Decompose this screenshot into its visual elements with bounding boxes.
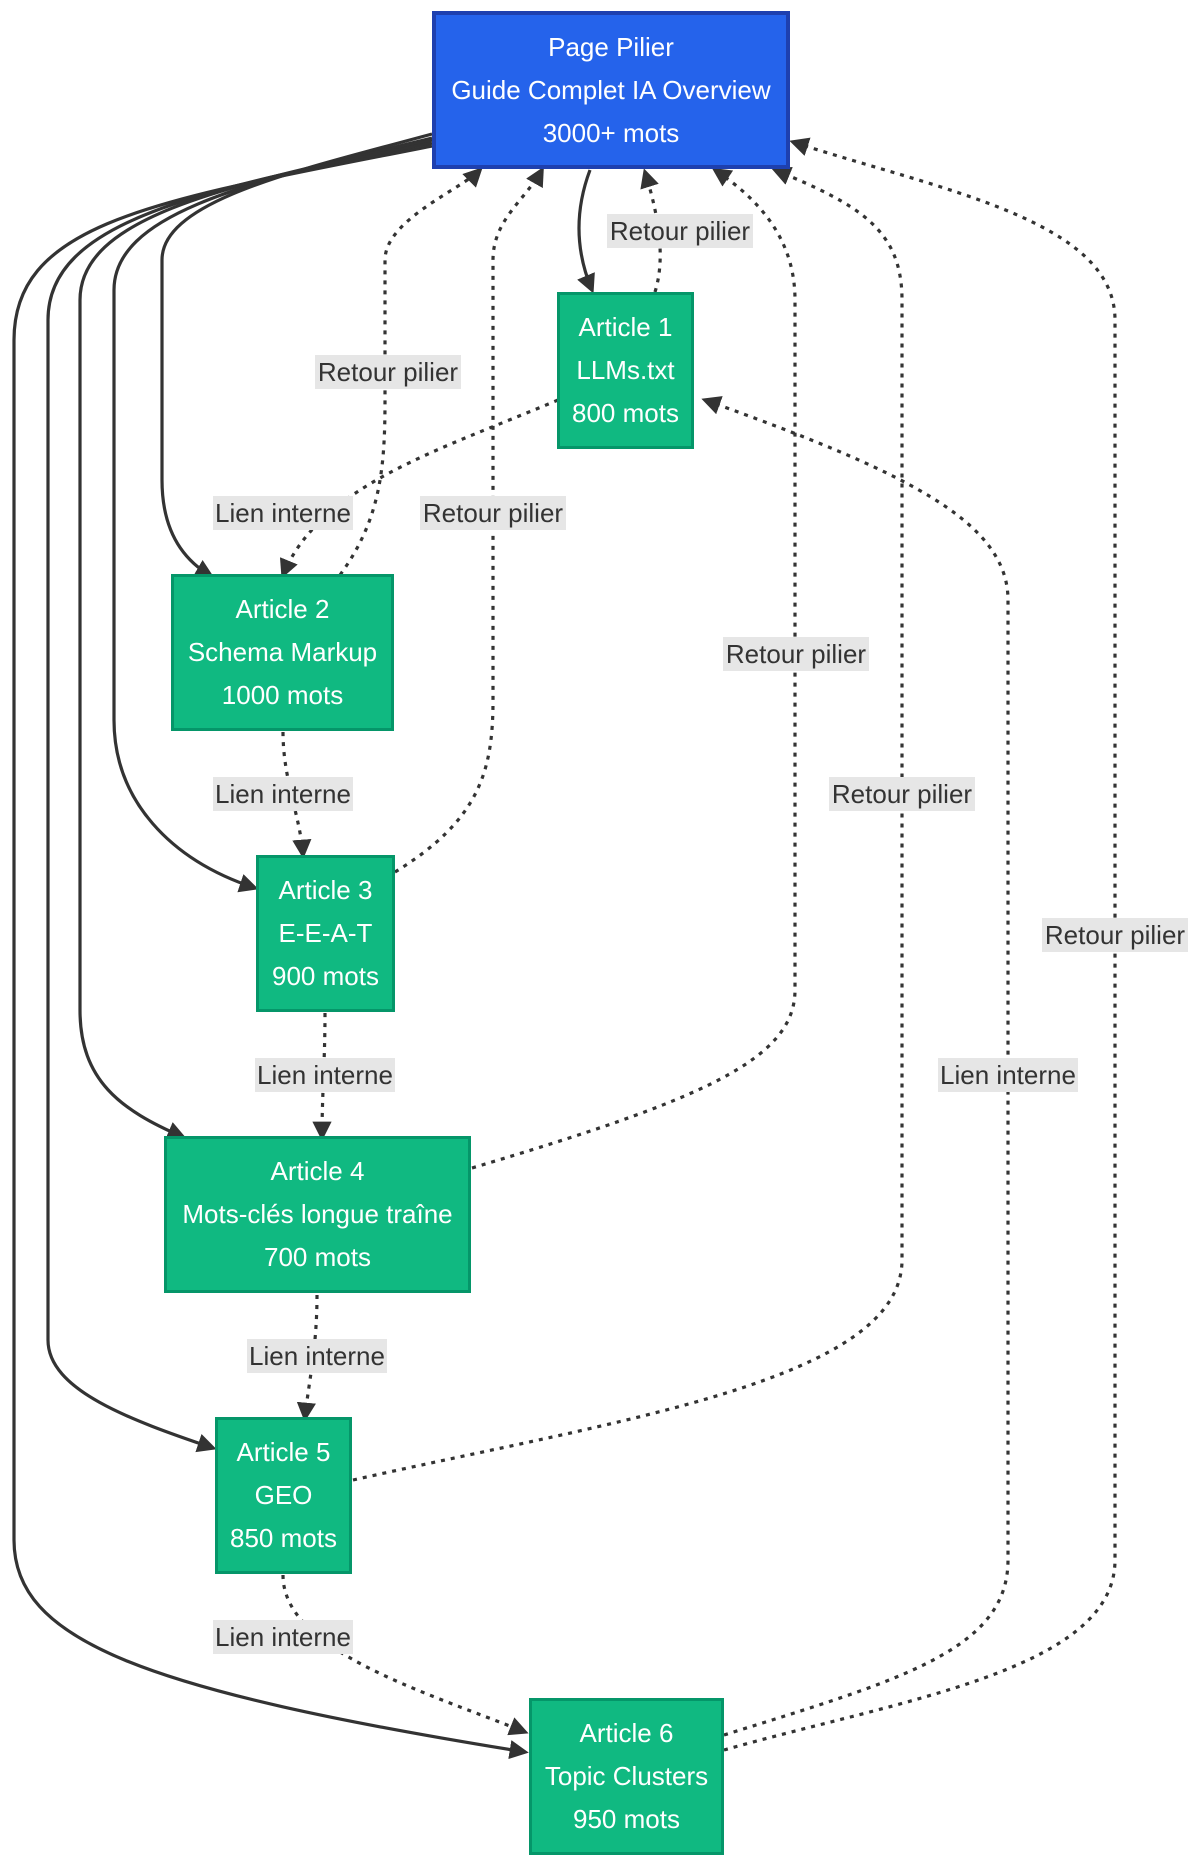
article-4-title: Article 4	[270, 1156, 365, 1186]
edge-label-lien-4-5: Lien interne	[247, 1339, 387, 1373]
edge-label-retour-a6-text: Retour pilier	[1045, 920, 1186, 950]
edge-label-lien-2-3-text: Lien interne	[215, 779, 351, 809]
article-2-node: Article 2 Schema Markup 1000 mots	[171, 574, 394, 731]
edge-label-retour-a5-text: Retour pilier	[832, 779, 973, 809]
edge-label-retour-a3: Retour pilier	[420, 496, 566, 530]
article-2-topic: Schema Markup	[187, 637, 378, 667]
article-1-title: Article 1	[578, 312, 673, 342]
pillar-page-word-count: 3000+ mots	[542, 117, 680, 148]
edge-label-retour-a4: Retour pilier	[723, 637, 869, 671]
edge-label-retour-a4-text: Retour pilier	[726, 639, 867, 669]
edge-label-lien-6-1-text: Lien interne	[940, 1060, 1076, 1090]
edge-label-lien-1-2-text: Lien interne	[215, 498, 351, 528]
edge-label-lien-3-4-text: Lien interne	[257, 1060, 393, 1090]
pillar-page-title: Page Pilier	[548, 31, 674, 62]
edge-label-lien-5-6: Lien interne	[213, 1620, 353, 1654]
edge-a4-pillar	[471, 167, 797, 1170]
article-5-title: Article 5	[236, 1437, 331, 1467]
article-6-title: Article 6	[579, 1718, 674, 1748]
article-2-word-count: 1000 mots	[221, 680, 344, 710]
article-6-word-count: 950 mots	[573, 1804, 680, 1834]
edge-label-retour-a6: Retour pilier	[1042, 918, 1188, 952]
article-5-node: Article 5 GEO 850 mots	[215, 1417, 352, 1574]
edge-label-lien-3-4: Lien interne	[255, 1058, 395, 1092]
article-4-topic: Mots-clés longue traîne	[182, 1199, 453, 1229]
article-3-word-count: 900 mots	[272, 961, 379, 991]
edge-label-lien-4-5-text: Lien interne	[249, 1341, 385, 1371]
edge-label-retour-a1-text: Retour pilier	[610, 216, 751, 246]
article-1-topic: LLMs.txt	[576, 355, 675, 385]
article-4-word-count: 700 mots	[264, 1242, 371, 1272]
article-3-node: Article 3 E-E-A-T 900 mots	[256, 855, 395, 1012]
edge-a4-a5	[296, 1294, 319, 1422]
article-1-node: Article 1 LLMs.txt 800 mots	[557, 292, 694, 449]
edge-label-retour-a5: Retour pilier	[829, 777, 975, 811]
edge-a5-pillar	[352, 166, 904, 1482]
article-6-node: Article 6 Topic Clusters 950 mots	[529, 1698, 724, 1855]
edge-label-retour-a2: Retour pilier	[315, 355, 461, 389]
edge-pillar-a1	[577, 169, 595, 294]
article-2-title: Article 2	[235, 594, 330, 624]
edge-label-retour-a2-text: Retour pilier	[318, 357, 459, 387]
article-5-word-count: 850 mots	[230, 1523, 337, 1553]
edge-a6-pillar	[723, 137, 1117, 1752]
edge-label-retour-a3-text: Retour pilier	[423, 498, 564, 528]
article-5-topic: GEO	[254, 1480, 313, 1510]
edge-a3-pillar	[394, 166, 544, 874]
edge-a1-pillar	[640, 168, 662, 293]
article-3-title: Article 3	[278, 875, 373, 905]
pillar-page-subtitle: Guide Complet IA Overview	[451, 74, 771, 105]
article-4-node: Article 4 Mots-clés longue traîne 700 mo…	[164, 1136, 471, 1293]
edge-label-lien-1-2: Lien interne	[213, 496, 353, 530]
edge-label-retour-a1: Retour pilier	[607, 214, 753, 248]
edge-a2-a3	[281, 731, 312, 859]
edge-label-lien-5-6-text: Lien interne	[215, 1622, 351, 1652]
pillar-page-node: Page Pilier Guide Complet IA Overview 30…	[432, 11, 790, 169]
edge-label-lien-2-3: Lien interne	[213, 777, 353, 811]
article-3-topic: E-E-A-T	[278, 918, 373, 948]
article-6-topic: Topic Clusters	[544, 1761, 709, 1791]
edge-pillar-a6	[12, 144, 529, 1760]
edge-label-lien-6-1: Lien interne	[938, 1058, 1078, 1092]
article-1-word-count: 800 mots	[572, 398, 679, 428]
edge-a1-a2	[279, 398, 559, 579]
